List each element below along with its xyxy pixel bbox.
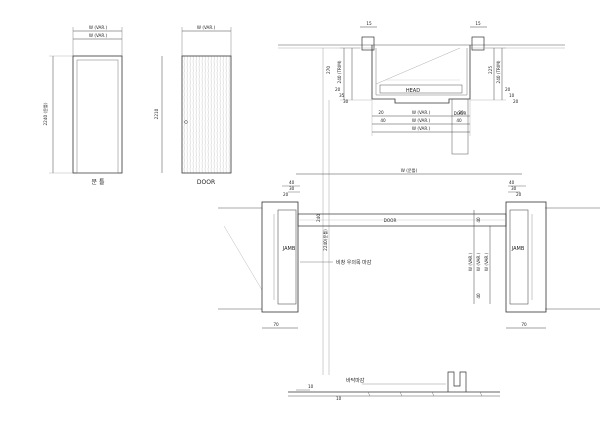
sill-section: 10 10 바닥마감 [288,371,500,401]
head-b2-right: 40 [456,118,462,123]
plan-note: 비창 우의목 마감 [336,259,372,266]
head-label: HEAD [406,88,420,94]
door-height: 2210 [154,108,159,119]
plan-bottom-left: 70 [273,322,279,327]
frame-elevation: W (VAR.) W (VAR.) 2240 (문틀) 문 틀 [43,25,123,186]
plan-left-dim-2: 20 [283,192,289,197]
head-right-dim-1: 240 (TRIM) [496,60,501,83]
plan-left-dim-0: 40 [289,180,295,185]
head-left-dim-2: 20 [335,87,341,92]
frame-width-inner: W (VAR.) [89,33,108,38]
frame-caption: 문 틀 [92,179,105,186]
door-caption: DOOR [197,179,215,186]
plan-section: W (문틀) 40 30 20 40 30 20 JAMB JAMB DOOR [218,168,600,329]
plan-right-dim-1: 30 [511,186,517,191]
head-dim-top-right: 15 [475,21,481,26]
plan-right-dim-2: 20 [516,192,522,197]
plan-jamb-left: JAMB [282,246,296,252]
plan-rv-0: 40 [476,217,481,223]
head-b1-right: 20 [458,110,464,115]
head-right-dim-4: 20 [513,99,519,104]
plan-bottom-right: 70 [521,322,527,327]
door-elevation: W (VAR.) 2210 DOOR [154,25,232,186]
sill-dim-right: 10 [336,396,342,401]
head-b1-mid: W (VAR.) [412,110,431,115]
sill-label: 바닥마감 [346,377,365,384]
sill-dim-left: 10 [308,384,314,389]
head-left-dim-4: 30 [343,99,349,104]
plan-overall-width: W (문틀) [401,168,418,174]
plan-rv-3: W (VAR.) [484,252,489,271]
plan-right-dim-0: 40 [509,180,515,185]
head-b1-left: 20 [378,110,384,115]
plan-rv-1: W (VAR.) [468,252,473,271]
door-handle-icon [184,120,188,124]
head-left-dim-3: 35 [339,93,345,98]
head-dim-top-left: 15 [366,21,372,26]
plan-left-dim-1: 30 [289,186,295,191]
frame-width-outer: W (VAR.) [89,25,108,30]
frame-height: 2240 (문틀) [43,102,49,125]
head-door-label: DOOR [454,111,467,116]
door-width: W (VAR.) [197,25,216,30]
plan-vert-a: 240 [316,214,321,222]
plan-vert-b: 2240(문틀) [323,229,329,251]
head-b2-left: 40 [380,118,386,123]
plan-jamb-right: JAMB [511,246,525,252]
head-right-dim-3: 10 [509,93,515,98]
head-left-dim-1: 240 (TRIM) [337,60,342,83]
head-b3: W (VAR.) [412,126,431,131]
head-left-dim-0: 270 [326,66,331,74]
plan-rv-2: W (VAR.) [476,252,481,271]
plan-door-label: DOOR [384,218,397,223]
plan-rv-4: 40 [476,293,481,299]
head-section: 15 15 HEAD DOOR 270 240 (TRIM) 20 35 30 … [278,21,565,155]
head-right-dim-2: 20 [505,87,511,92]
head-b2-mid: W (VAR.) [412,118,431,123]
head-right-dim-0: 225 [488,66,493,74]
